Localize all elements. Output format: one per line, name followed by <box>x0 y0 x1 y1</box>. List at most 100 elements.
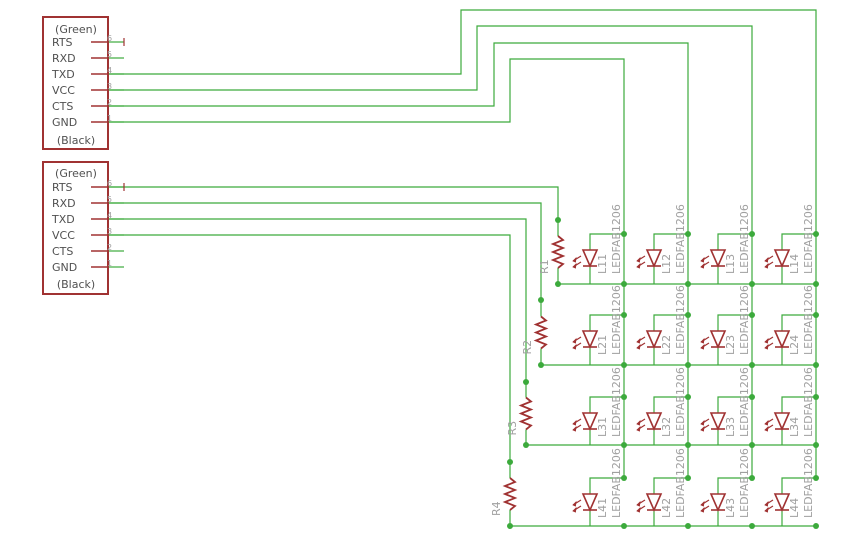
led-anode-wire <box>653 314 688 331</box>
led-arrow-head <box>636 506 641 513</box>
pin-name-cts: CTS <box>52 245 73 258</box>
led-value: LEDFAB1206 <box>802 367 815 437</box>
led-arrow-head <box>700 337 705 344</box>
resistor-label: R2 <box>521 340 534 355</box>
led-arrow-head <box>700 262 705 269</box>
junction-dot <box>749 312 755 318</box>
resistor-label: R1 <box>538 259 551 274</box>
pin-number: 4 <box>107 66 112 75</box>
led-value: LEDFAB1206 <box>610 285 623 355</box>
pin-name-txd: TXD <box>51 68 75 81</box>
column-wire-vcc <box>108 25 753 234</box>
pin-number: 5 <box>107 50 112 59</box>
led-value: LEDFAB1206 <box>610 367 623 437</box>
pin-number: 1 <box>107 259 112 268</box>
junction-dot <box>749 394 755 400</box>
led-arrow-head <box>572 500 577 507</box>
pin-name-txd: TXD <box>51 213 75 226</box>
pin-name-gnd: GND <box>52 261 77 274</box>
led-arrow-head <box>764 256 769 263</box>
connector-top-label: (Green) <box>55 23 97 36</box>
led-arrow-head <box>700 419 705 426</box>
led-triangle <box>581 249 599 268</box>
led-value: LEDFAB1206 <box>738 367 751 437</box>
pin-name-rts: RTS <box>52 36 73 49</box>
led-triangle <box>581 493 599 512</box>
junction-dot <box>813 362 819 368</box>
led-arrow-head <box>572 343 577 350</box>
led-value: LEDFAB1206 <box>674 285 687 355</box>
junction-dot <box>621 442 627 448</box>
led-anode-wire <box>781 314 816 331</box>
junction-dot <box>685 523 691 529</box>
led-label: L24 <box>788 335 801 355</box>
connector-bottom-label: (Black) <box>57 134 95 147</box>
resistor-label: R3 <box>506 421 519 436</box>
led-anode-wire <box>781 477 816 494</box>
junction-dot <box>813 231 819 237</box>
led-arrow-head <box>764 506 769 513</box>
led-arrow-head <box>636 262 641 269</box>
pin-name-cts: CTS <box>52 100 73 113</box>
led-arrow-head <box>636 256 641 263</box>
pin-number: 6 <box>107 179 112 188</box>
led-arrow-head <box>764 337 769 344</box>
led-anode-wire <box>781 233 816 250</box>
led-arrow-head <box>636 419 641 426</box>
led-arrow-head <box>572 419 577 426</box>
led-arrow-head <box>764 500 769 507</box>
led-anode-wire <box>717 477 752 494</box>
led-arrow-head <box>572 337 577 344</box>
led-triangle <box>645 412 663 431</box>
led-label: L12 <box>660 254 673 274</box>
pin-name-gnd: GND <box>52 116 77 129</box>
junction-dot <box>685 312 691 318</box>
junction-dot <box>685 442 691 448</box>
led-value: LEDFAB1206 <box>738 448 751 518</box>
led-triangle <box>581 330 599 349</box>
led-anode-wire <box>717 314 752 331</box>
junction-dot <box>621 281 627 287</box>
junction-dot <box>621 394 627 400</box>
led-anode-wire <box>589 233 624 250</box>
pin-number: 3 <box>107 82 112 91</box>
led-triangle <box>709 249 727 268</box>
led-anode-wire <box>781 396 816 413</box>
led-label: L23 <box>724 335 737 355</box>
led-anode-wire <box>717 233 752 250</box>
row-wire-vcc <box>108 234 511 462</box>
pin-number: 4 <box>107 211 112 220</box>
led-label: L41 <box>596 498 609 518</box>
pin-name-vcc: VCC <box>52 84 75 97</box>
led-value: LEDFAB1206 <box>802 285 815 355</box>
led-value: LEDFAB1206 <box>738 285 751 355</box>
led-arrow-head <box>764 343 769 350</box>
junction-dot <box>685 394 691 400</box>
resistor-body <box>518 396 534 431</box>
resistor-body <box>533 315 549 350</box>
junction-dot <box>749 475 755 481</box>
junction-dot <box>538 362 544 368</box>
led-label: L32 <box>660 417 673 437</box>
led-triangle <box>645 249 663 268</box>
led-arrow-head <box>572 425 577 432</box>
led-value: LEDFAB1206 <box>738 204 751 274</box>
junction-dot <box>621 231 627 237</box>
led-label: L33 <box>724 417 737 437</box>
led-value: LEDFAB1206 <box>802 204 815 274</box>
led-arrow-head <box>700 343 705 350</box>
junction-dot <box>813 442 819 448</box>
connector-top-label: (Green) <box>55 167 97 180</box>
junction-dot <box>813 475 819 481</box>
pin-name-rxd: RXD <box>52 197 76 210</box>
junction-dot <box>813 394 819 400</box>
junction-dot <box>749 231 755 237</box>
led-triangle <box>581 412 599 431</box>
led-value: LEDFAB1206 <box>674 367 687 437</box>
junction-dot <box>621 312 627 318</box>
wire-layer <box>108 9 817 527</box>
junction-dot <box>621 475 627 481</box>
junction-dot <box>685 281 691 287</box>
led-value: LEDFAB1206 <box>674 448 687 518</box>
led-arrow-head <box>636 343 641 350</box>
